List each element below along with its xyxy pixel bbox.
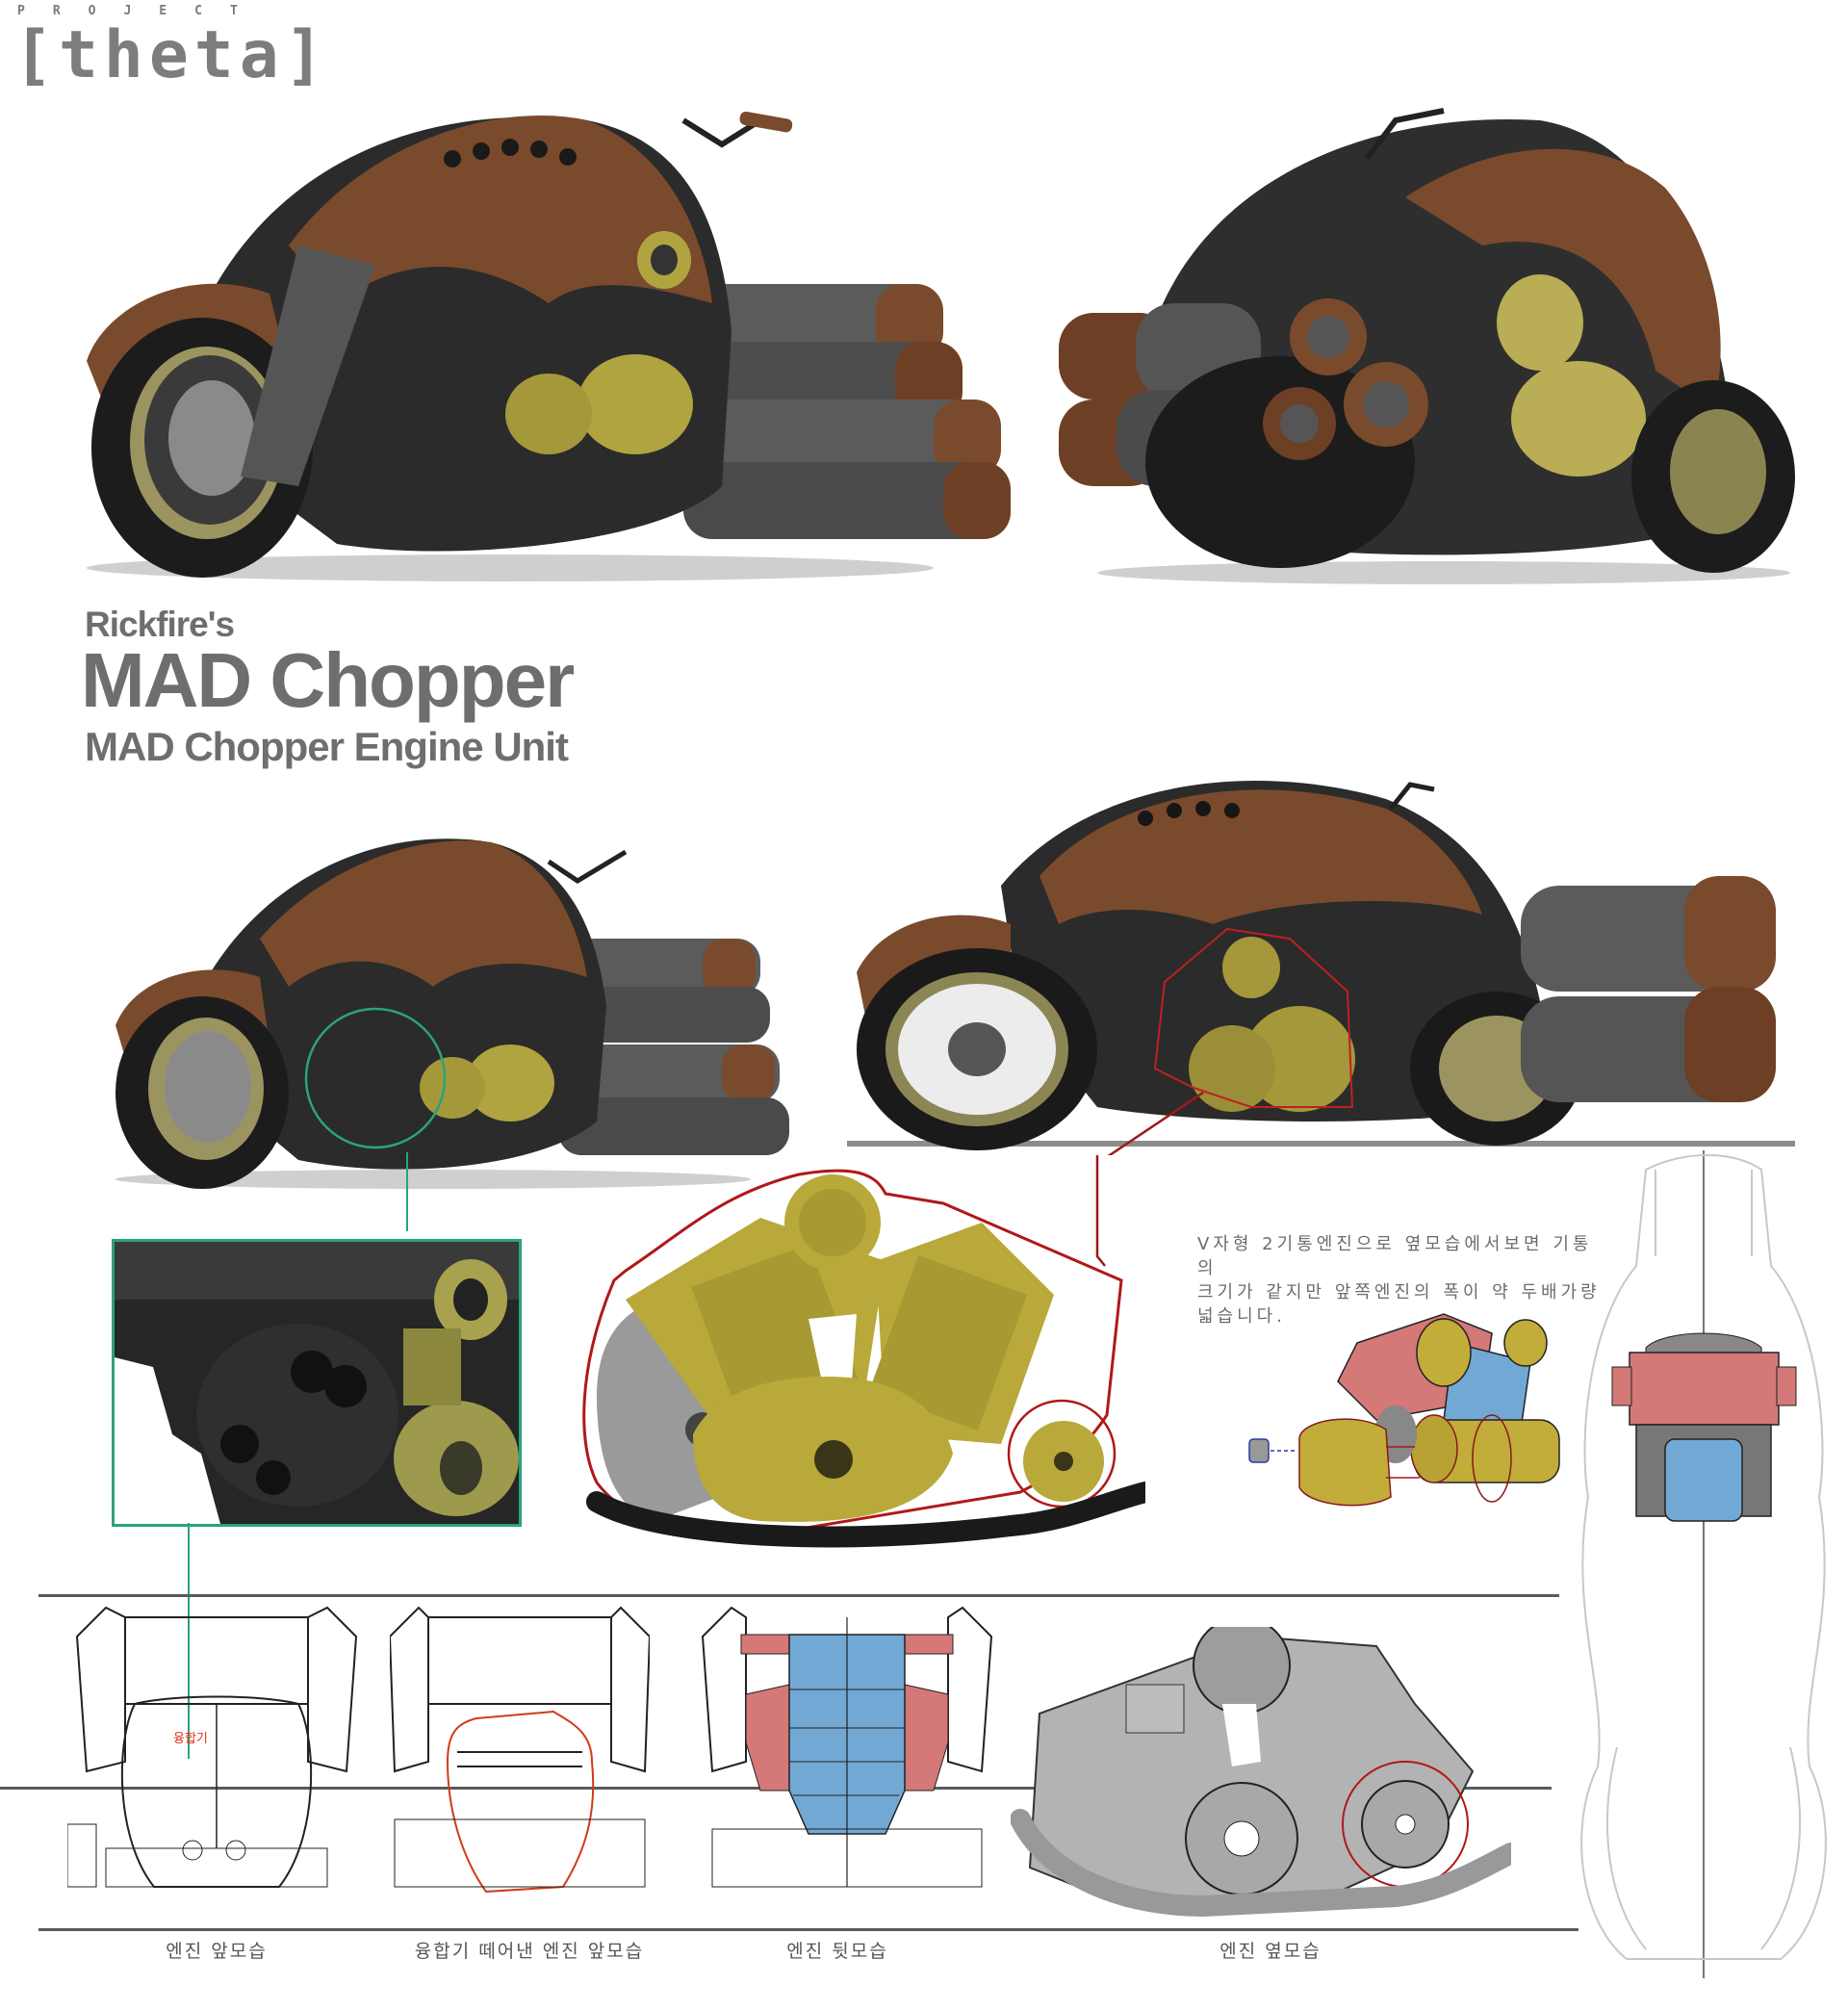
- title-main: MAD Chopper: [81, 637, 575, 723]
- bike-top-down-layout: [1580, 1150, 1827, 1978]
- engine-exploded-3d-sketch: [1248, 1313, 1560, 1507]
- engine-closeup-illustration: [115, 1242, 519, 1524]
- fusion-label: 융합기: [173, 1732, 208, 1746]
- logo-project-label: PROJECT: [17, 4, 266, 18]
- title-subtitle: MAD Chopper Engine Unit: [85, 724, 569, 769]
- guide-line-top: [38, 1594, 1559, 1597]
- bike-side-view-engine-outline: [847, 780, 1795, 1155]
- caption-engine-rear: 엔진 뒷모습: [786, 1941, 888, 1962]
- engine-rear-view-sketch: [701, 1606, 993, 1888]
- engine-front-view-sketch: 융합기: [67, 1606, 358, 1888]
- callout-red-connector: [1107, 1091, 1204, 1155]
- bike-rear-three-quarter-illustration: [1059, 108, 1795, 584]
- title-author: Rickfire's: [85, 605, 235, 644]
- engine-side-view-grey-sketch: [1011, 1627, 1511, 1918]
- engine-callout-circle: [304, 1007, 447, 1149]
- engine-front-view-no-fusion-sketch: [390, 1606, 650, 1894]
- callout-red-connector-vertical: [1095, 1155, 1106, 1267]
- callout-green-connector-down: [188, 1523, 190, 1759]
- bike-front-view-engine-highlight: [116, 838, 789, 1189]
- caption-engine-front: 엔진 앞모습: [166, 1941, 268, 1962]
- v-twin-engine-side-colored: [582, 1169, 1145, 1548]
- engine-annotation-text: V자형 2기통엔진으로 옆모습에서보면 기통의 크기가 같지만 앞쪽엔진의 폭이…: [1197, 1232, 1602, 1328]
- caption-engine-front-no-fusion: 융합기 떼어낸 엔진 앞모습: [414, 1941, 645, 1962]
- caption-engine-side: 엔진 옆모습: [1219, 1941, 1322, 1962]
- engine-highlight: [1153, 927, 1355, 1112]
- annotation-line-2: 크기가 같지만 앞쪽엔진의 폭이 약 두배가량: [1197, 1282, 1601, 1302]
- engine-closeup-frame: [112, 1239, 522, 1527]
- callout-green-connector: [406, 1152, 408, 1231]
- bike-front-three-quarter-illustration: [87, 111, 1011, 581]
- logo-theta: [theta]: [13, 17, 330, 93]
- annotation-line-3: 넓습니다.: [1197, 1306, 1286, 1327]
- guide-line-bottom: [38, 1928, 1578, 1931]
- annotation-line-1: V자형 2기통엔진으로 옆모습에서보면 기통의: [1197, 1234, 1593, 1278]
